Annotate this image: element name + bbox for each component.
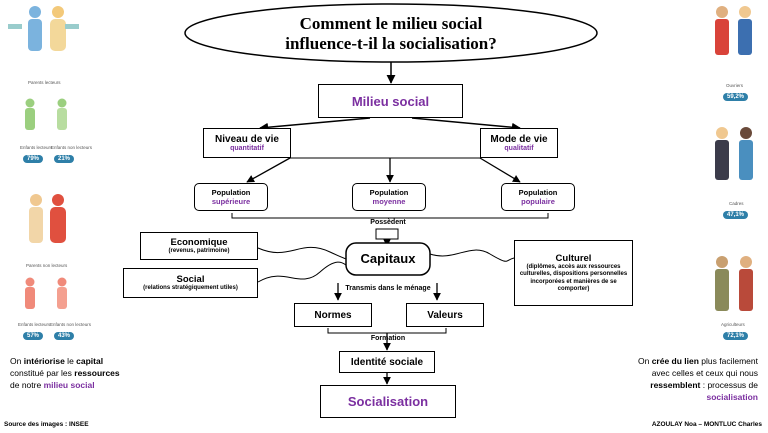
population-moyenne-box: Population moyenne	[352, 183, 426, 211]
valeurs-box: Valeurs	[406, 303, 484, 327]
authors-text: AZOULAY Noa – MONTLUC Charles	[651, 421, 762, 428]
pct-21-badge: 21%	[54, 155, 75, 163]
executives-figure	[715, 127, 753, 180]
agriculteurs-pct-badge: 72,1%	[723, 332, 749, 340]
agriculteurs-label: Agriculteurs	[721, 322, 745, 327]
ouvriers-label: Ouvriers	[726, 83, 744, 88]
culturel-label: Culturel	[555, 252, 592, 264]
right-note-bold-2: ressemblent	[650, 380, 701, 390]
left-note-bold-3: ressources	[74, 368, 120, 378]
population-populaire-sub: populaire	[521, 197, 555, 206]
social-sub: (relations stratégiquement utiles)	[143, 284, 238, 291]
left-note-bold-2: capital	[76, 356, 104, 366]
enfants-lecteurs-label: Enfants lecteurs	[20, 145, 53, 150]
population-populaire-label: Population	[518, 188, 558, 197]
enfants-non-lecteurs-label: Enfants non lecteurs	[51, 145, 93, 150]
left-note-text-3: constitué par les	[10, 368, 75, 378]
pct-79-badge: 79%	[23, 155, 44, 163]
right-note-text-3: : processus de	[700, 380, 758, 390]
children-readers-figures	[25, 98, 67, 130]
milieu-social-label: Milieu social	[351, 93, 430, 109]
niveau-de-vie-sub: quantitatif	[230, 145, 264, 152]
farmers-figure	[715, 256, 753, 311]
left-note-text-1: On	[10, 356, 24, 366]
capitaux-box	[345, 242, 431, 276]
normes-label: Normes	[314, 309, 352, 321]
population-superieure-label: Population	[211, 188, 251, 197]
population-populaire-box: Population populaire	[501, 183, 575, 211]
economique-label: Economique	[170, 236, 228, 248]
enfants-non-lecteurs-2-label: Enfants non lecteurs	[50, 322, 92, 327]
source-text: Source des images : INSEE	[4, 421, 89, 428]
transmis-label: Transmis dans le ménage	[345, 285, 431, 292]
population-moyenne-sub: moyenne	[372, 197, 406, 206]
economique-box: Economique (revenus, patrimoine)	[140, 232, 258, 260]
culturel-box: Culturel (diplômes, accès aux ressources…	[514, 240, 633, 306]
ouvriers-pct-badge: 59,2%	[723, 93, 749, 101]
left-note-bold-4: milieu social	[43, 380, 95, 390]
parents-readers-figure	[8, 6, 79, 51]
milieu-social-box: Milieu social	[318, 84, 463, 118]
population-moyenne-label: Population	[369, 188, 409, 197]
left-note-text-4: de notre	[10, 380, 44, 390]
normes-box: Normes	[294, 303, 372, 327]
capitaux-label: Capitaux	[360, 251, 416, 266]
cadres-pct-badge: 47,1%	[723, 211, 749, 219]
left-note: On intériorise le capital constitué par …	[10, 355, 125, 391]
population-superieure-sub: supérieure	[211, 197, 251, 206]
culturel-sub: (diplômes, accès aux ressources culturel…	[519, 263, 628, 293]
valeurs-label: Valeurs	[427, 309, 463, 321]
title-line-1: Comment le milieu social	[299, 14, 483, 33]
social-label: Social	[176, 273, 205, 285]
social-box: Social (relations stratégiquement utiles…	[123, 268, 258, 298]
left-note-bold-1: intériorise	[23, 356, 65, 366]
mode-de-vie-box: Mode de vie qualitatif	[480, 128, 558, 158]
cadres-label: Cadres	[729, 201, 744, 206]
identite-sociale-label: Identité sociale	[350, 356, 424, 368]
niveau-de-vie-label: Niveau de vie	[215, 134, 279, 145]
pct-43-badge: 43%	[54, 332, 75, 340]
title-line-2: influence-t-il la socialisation?	[285, 34, 497, 53]
socialisation-label: Socialisation	[347, 394, 429, 409]
socialisation-box: Socialisation	[320, 385, 456, 418]
right-note-bold-3: socialisation	[706, 392, 759, 402]
identite-sociale-box: Identité sociale	[339, 351, 435, 373]
right-note-bold-1: crée du lien	[651, 356, 699, 366]
mode-de-vie-label: Mode de vie	[490, 134, 548, 145]
right-note-text-2: plus facilement avec celles et ceux qui …	[651, 356, 758, 378]
parents-nonreaders-figure	[29, 194, 66, 243]
parents-lecteurs-label: Parents lecteurs	[28, 80, 61, 85]
pct-57-badge: 57%	[23, 332, 44, 340]
right-note: On crée du lien plus facilement avec cel…	[624, 355, 758, 403]
enfants-lecteurs-2-label: Enfants lecteurs	[18, 322, 51, 327]
page-title: Comment le milieu social influence-t-il …	[200, 14, 582, 54]
population-superieure-box: Population supérieure	[194, 183, 268, 211]
economique-sub: (revenus, patrimoine)	[168, 247, 230, 254]
possedent-label: Possèdent	[370, 219, 406, 226]
mode-de-vie-sub: qualitatif	[504, 145, 534, 152]
parents-non-lecteurs-label: Parents non lecteurs	[26, 263, 68, 268]
children-nonreaders-figures	[25, 277, 67, 309]
niveau-de-vie-box: Niveau de vie quantitatif	[203, 128, 291, 158]
left-note-text-2: le	[64, 356, 77, 366]
right-note-text-1: On	[637, 356, 652, 366]
workers-figure	[715, 6, 752, 55]
formation-label: Formation	[370, 335, 406, 342]
